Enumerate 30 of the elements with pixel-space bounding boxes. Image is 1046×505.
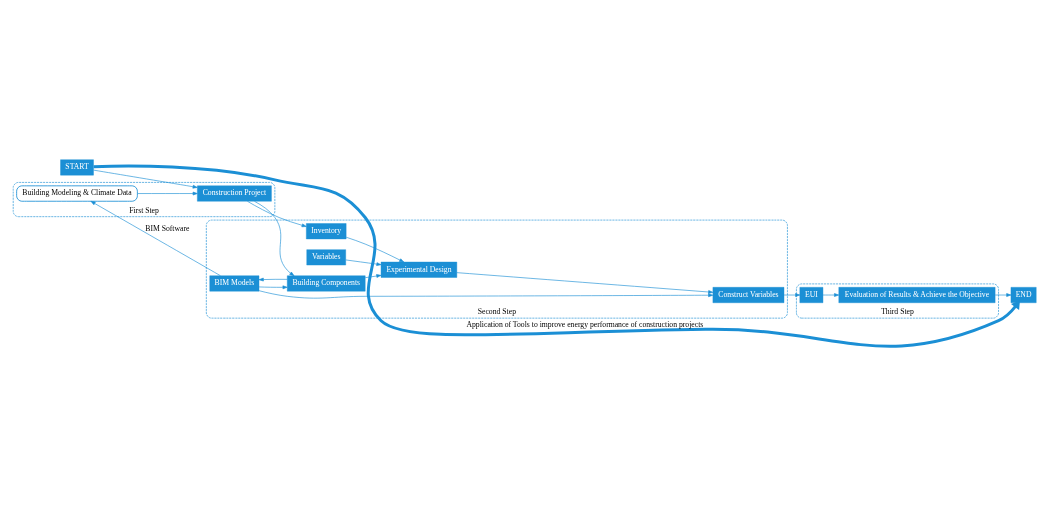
arrow (258, 285, 288, 289)
arrow (93, 169, 198, 188)
node-box: Building Modeling & Climate Data (16, 184, 138, 202)
node-box: END (1010, 286, 1037, 303)
arrow (783, 292, 801, 297)
node-box: Building Components (287, 275, 366, 291)
arrow (254, 200, 295, 276)
node-box: Inventory (306, 222, 347, 239)
arrow (822, 292, 840, 297)
edge-label: Application of Tools to improve energy performance of construction projects (466, 319, 704, 329)
arrow (345, 259, 382, 266)
arrow (93, 164, 1020, 347)
arrow (137, 191, 198, 195)
arrow (345, 236, 405, 262)
arrow (247, 200, 307, 227)
arrow (90, 200, 221, 276)
node-box: Variables (306, 248, 346, 265)
node-box: Experimental Design (380, 261, 458, 278)
node-box: Evaluation of Results & Achieve the Objective (838, 286, 996, 303)
arrow (364, 273, 382, 278)
node-box: Construct Variables (712, 286, 785, 303)
arrow (258, 277, 288, 281)
node-box: START (60, 159, 94, 175)
node-box: EUI (799, 286, 824, 303)
node-box: BIM Models (209, 275, 260, 291)
arrow (994, 292, 1012, 297)
arrow (258, 289, 714, 298)
arrow (456, 271, 714, 294)
node-box: Construction Project (197, 185, 272, 201)
edge-label: BIM Software (145, 223, 190, 233)
